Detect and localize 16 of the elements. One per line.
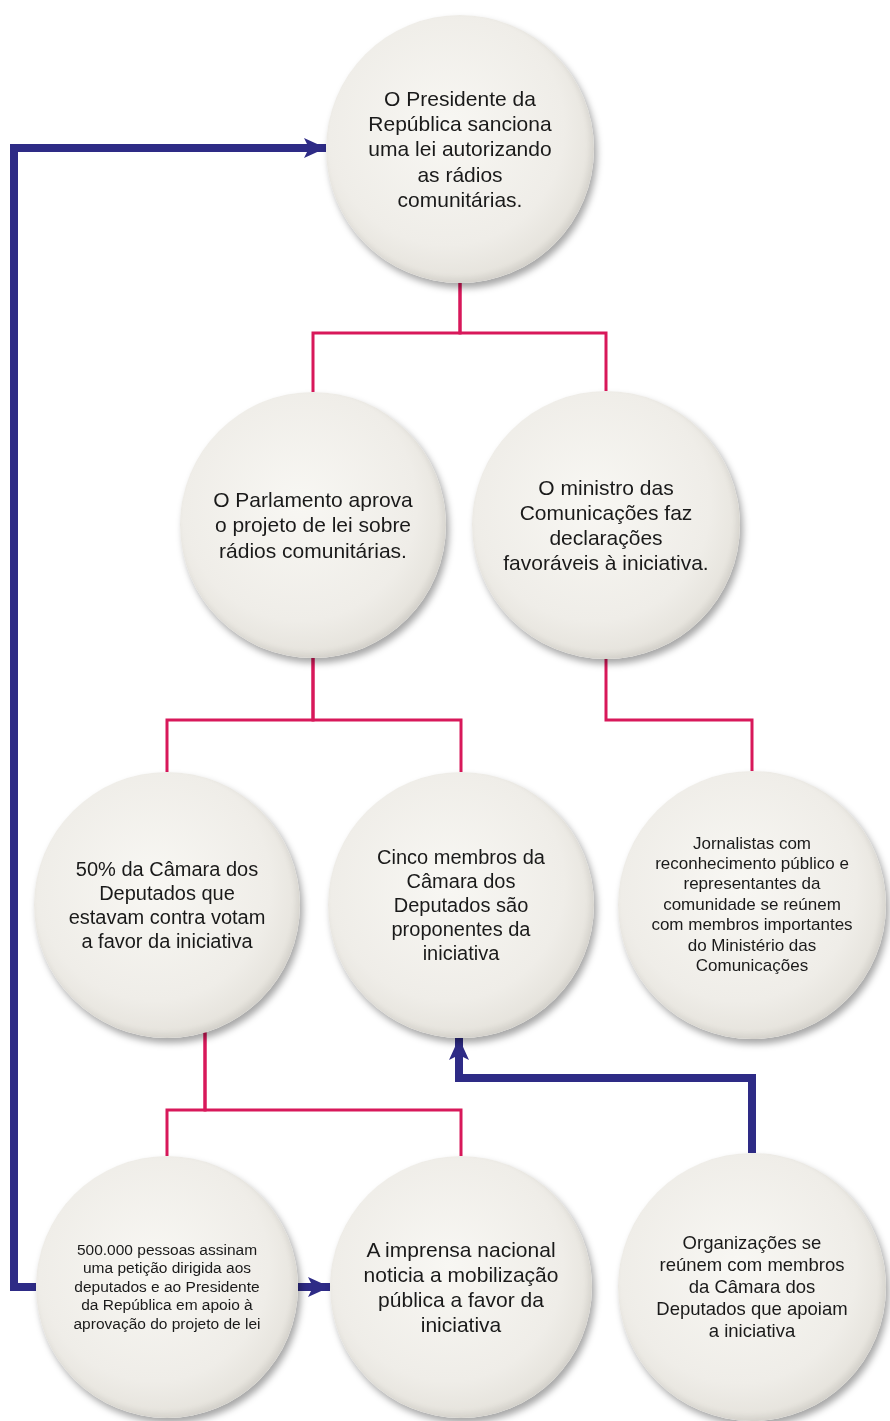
connector-line bbox=[203, 1032, 463, 1156]
connector-line bbox=[311, 658, 463, 772]
arrow bbox=[449, 1038, 756, 1153]
node-text: 500.000 pessoas assinam uma petição dirigida aos deputados e ao Presidente da República em apoio à aprovação do projeto de lei bbox=[72, 1240, 262, 1334]
node-text: Jornalistas com reconhecimento público e representantes da comunidade se reúnem com membros importantes do Ministério das Comunicações bbox=[650, 833, 854, 977]
connector-line bbox=[604, 659, 754, 771]
node-text: Cinco membros da Câmara dos Deputados são proponentes da iniciativa bbox=[376, 845, 546, 965]
node-text: O Parlamento aprova o projeto de lei sobre rádios comunitárias. bbox=[212, 487, 414, 563]
arrow bbox=[298, 1277, 330, 1297]
node-text: Organizações se reúnem com membros da Câmara dos Deputados que apoiam a iniciativa bbox=[655, 1231, 849, 1343]
connector-line bbox=[458, 283, 608, 391]
node-text: A imprensa nacional noticia a mobilização pública a favor da iniciativa bbox=[362, 1236, 560, 1338]
node-text: 50% da Câmara dos Deputados que estavam contra votam a favor da iniciativa bbox=[67, 857, 267, 953]
node-text: O ministro das Comunicações faz declarações favoráveis à iniciativa. bbox=[502, 474, 710, 576]
node-text: O Presidente da República sanciona uma lei autorizando as rádios comunitárias. bbox=[367, 86, 553, 212]
arrow bbox=[10, 138, 326, 1291]
